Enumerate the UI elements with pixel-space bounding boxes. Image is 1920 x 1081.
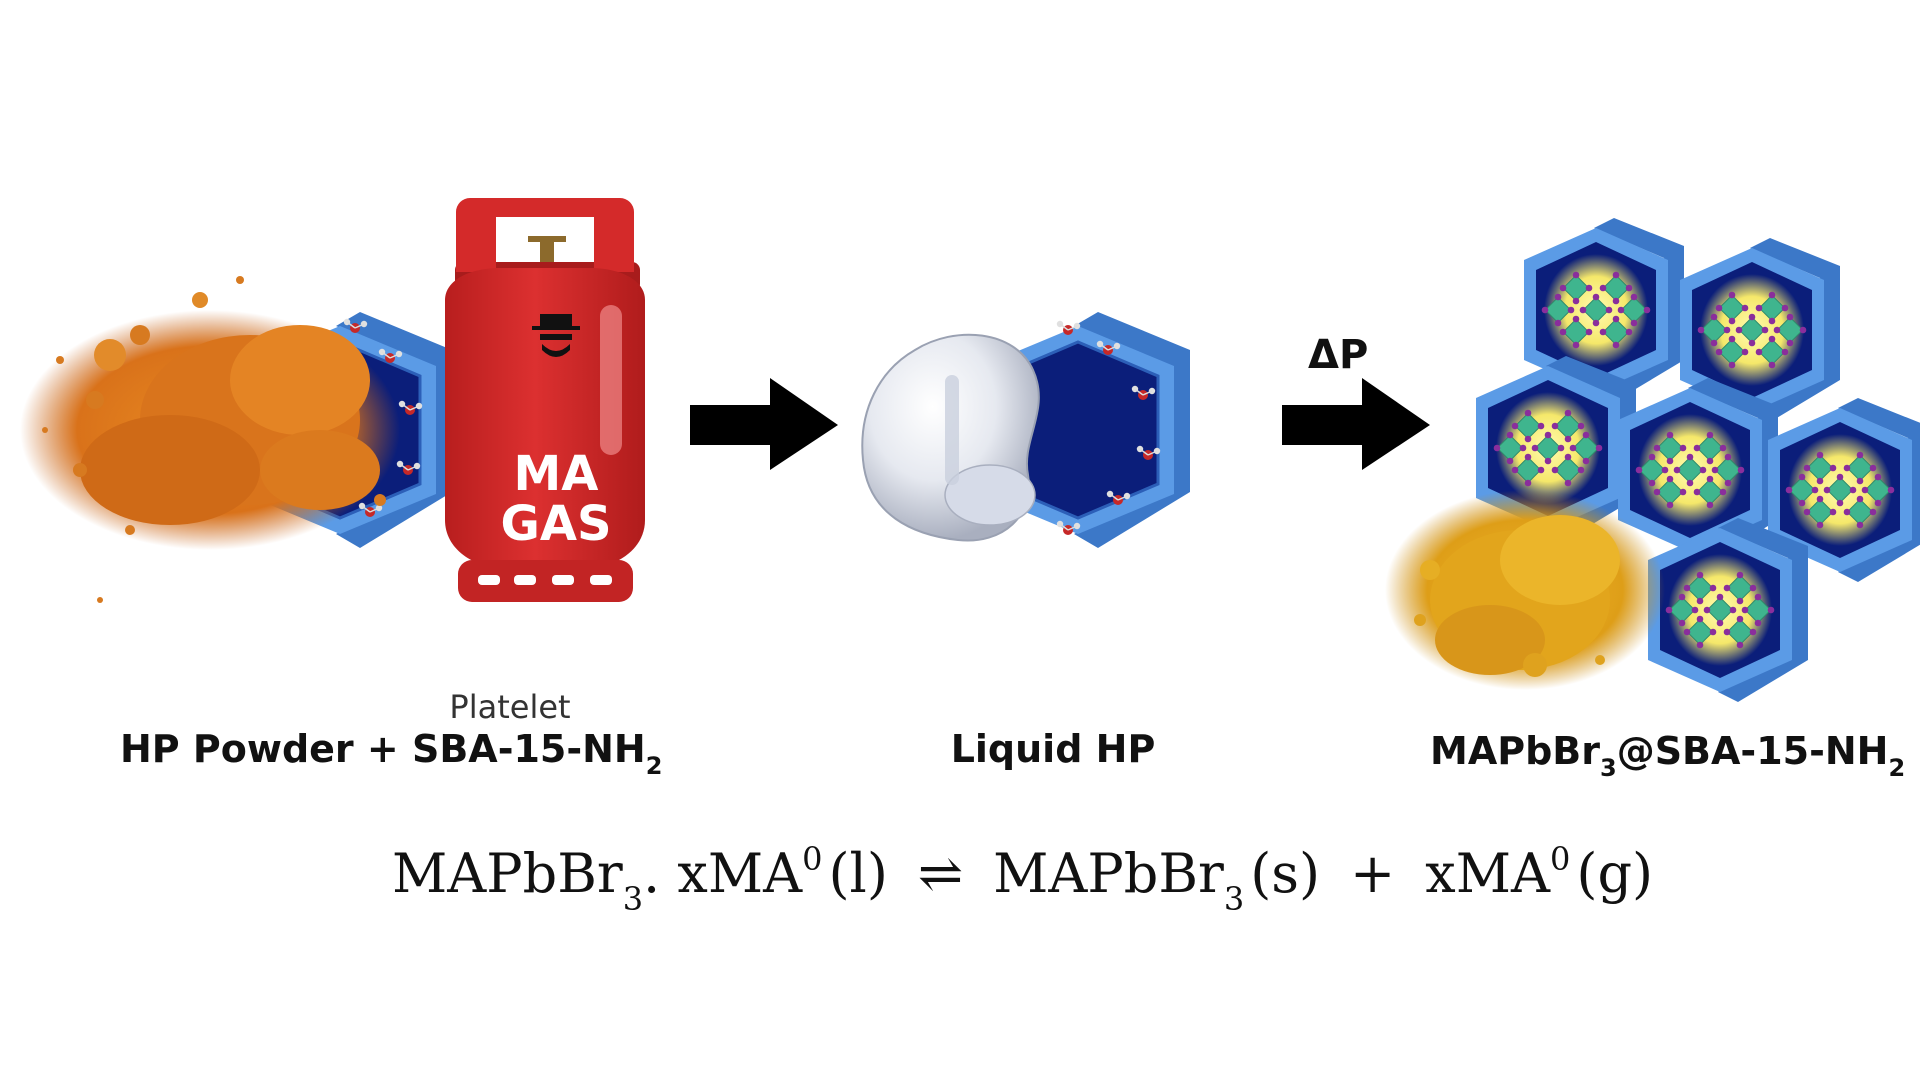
tank-text-line1: MA xyxy=(514,446,599,502)
right-panel xyxy=(1385,218,1920,702)
label-left-text: HP Powder + SBA-15-NH2 xyxy=(120,727,662,780)
ma-gas-tank: MA GAS xyxy=(445,198,645,602)
middle-panel xyxy=(861,310,1192,550)
platelet-label: Platelet xyxy=(449,688,570,726)
delta-p-label: ΔP xyxy=(1308,332,1368,378)
label-middle: Liquid HP xyxy=(951,727,1156,771)
label-right: MAPbBr3@SBA-15-NH2 xyxy=(1430,729,1905,782)
reaction-arrow-2: ΔP xyxy=(1282,332,1430,470)
yellow-powder xyxy=(1385,490,1665,690)
left-panel: MA GAS xyxy=(20,198,645,603)
equation: MAPbBr3. xMA0(l)⇌MAPbBr3(s)+xMA0(g) xyxy=(392,840,1653,918)
label-left: Platelet HP Powder + SBA-15-NH2 xyxy=(120,688,662,780)
liquid-hp-droplet xyxy=(861,333,1040,542)
reaction-arrow-1 xyxy=(690,378,838,470)
hat-face-icon xyxy=(532,314,580,357)
orange-powder xyxy=(20,276,400,603)
tank-text-line2: GAS xyxy=(500,496,611,552)
